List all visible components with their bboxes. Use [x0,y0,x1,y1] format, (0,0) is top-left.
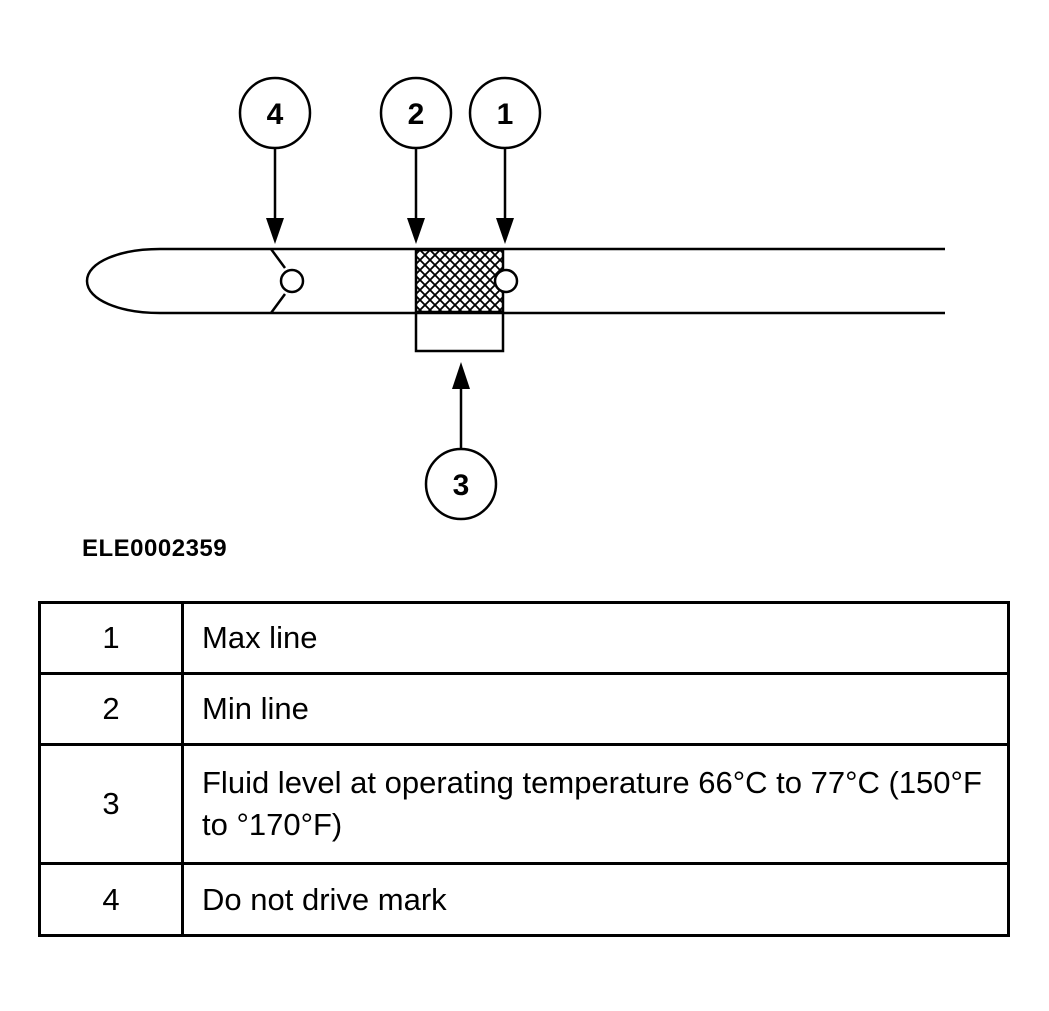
callout-2: 2 [379,76,453,244]
legend-description: Do not drive mark [181,862,1010,937]
callout-2-label: 2 [408,98,425,131]
legend-table: 1 Max line 2 Min line 3 Fluid level at o… [38,601,1010,937]
callout-1-label: 1 [497,98,514,131]
fluid-level-band [414,248,505,314]
callout-1: 1 [468,76,542,244]
legend-description: Min line [181,672,1010,746]
callout-3-label: 3 [453,469,470,502]
legend-number: 1 [38,601,184,675]
callout-4: 4 [238,76,312,244]
legend-row: 4 Do not drive mark [38,862,1010,937]
legend-row: 2 Min line [38,672,1010,746]
legend-description: Fluid level at operating temperature 66°… [181,743,1010,865]
legend-row: 3 Fluid level at operating temperature 6… [38,743,1010,865]
legend-number: 4 [38,862,184,937]
fluid-level-bracket [414,313,505,353]
dipstick-diagram: 4 2 1 3 [85,76,945,521]
callout-3: 3 [424,362,498,521]
do-not-drive-mark [269,248,305,314]
max-line-mark [493,268,519,294]
figure-id: ELE0002359 [82,535,228,562]
dipstick [85,247,945,315]
legend-description: Max line [181,601,1010,675]
legend-number: 3 [38,743,184,865]
legend-row: 1 Max line [38,601,1010,675]
legend-number: 2 [38,672,184,746]
callout-4-label: 4 [267,98,284,131]
